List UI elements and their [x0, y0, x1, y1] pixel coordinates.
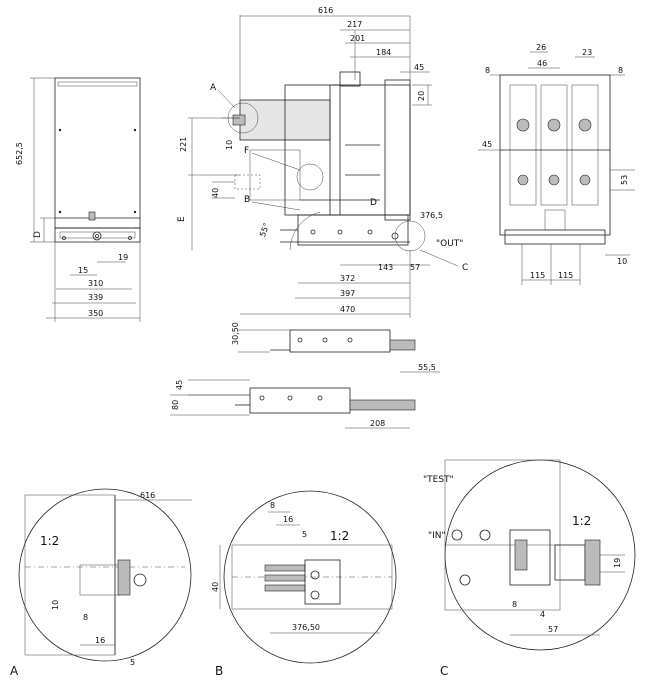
carriage-view-1: 30,50 55,5: [231, 322, 440, 373]
detail-A: 1:2 616 10 8 16 5 A: [10, 488, 192, 678]
rear-view: 26 23 46 8 8 45 53 10 115 115: [478, 43, 635, 285]
rear-dim-115b: 115: [558, 271, 573, 280]
detailB-dim-37650: 376,50: [292, 623, 320, 632]
front-dim-19: 19: [118, 253, 128, 262]
side-dim-616: 616: [318, 6, 333, 15]
detailC-in-label: "IN": [428, 531, 446, 541]
detailA-scale: 1:2: [40, 534, 59, 548]
front-dim-15: 15: [78, 266, 88, 275]
rear-dim-8a: 8: [485, 66, 490, 75]
detailB-dim-5: 5: [302, 530, 307, 539]
carriage1-dim-555: 55,5: [418, 363, 436, 372]
front-view: 652,5 D 350 339 310 15 19: [15, 77, 141, 322]
side-label-A: A: [210, 83, 217, 93]
detailA-dim-10: 10: [51, 600, 60, 610]
rear-dim-46: 46: [537, 59, 547, 68]
side-label-C: C: [462, 263, 468, 273]
side-dim-3765: 376,5: [420, 211, 443, 220]
detail-C: "TEST" "IN" 1:2 19 8 4 57 C: [423, 459, 636, 678]
side-dim-10: 10: [225, 140, 234, 150]
detailA-dim-16: 16: [95, 636, 105, 645]
carriage-view-2: 45 80 208: [170, 379, 416, 429]
detailB-scale: 1:2: [330, 529, 349, 543]
side-dim-372: 372: [340, 274, 355, 283]
detailA-caption: A: [10, 664, 19, 678]
detailC-caption: C: [440, 664, 448, 678]
front-dim-310: 310: [88, 279, 103, 288]
side-label-E: E: [177, 216, 187, 222]
rear-dim-8b: 8: [618, 66, 623, 75]
detailC-dim-57: 57: [548, 625, 558, 634]
side-dim-470: 470: [340, 305, 355, 314]
side-dim-217: 217: [347, 20, 362, 29]
detailB-dim-8: 8: [270, 501, 275, 510]
side-dim-40: 40: [211, 188, 220, 198]
carriage2-dim-80: 80: [171, 400, 180, 410]
side-dim-45: 45: [414, 63, 424, 72]
detailC-dim-8: 8: [512, 600, 517, 609]
detailA-dim-8: 8: [83, 613, 88, 622]
detailC-dim-19: 19: [613, 558, 622, 568]
rear-dim-10: 10: [617, 257, 627, 266]
front-label-D: D: [33, 231, 43, 238]
rear-dim-53: 53: [620, 175, 629, 185]
rear-dim-45: 45: [482, 140, 492, 149]
detailC-dim-4: 4: [540, 610, 545, 619]
rear-dim-26: 26: [536, 43, 546, 52]
side-dim-184: 184: [376, 48, 391, 57]
side-dim-221: 221: [179, 137, 188, 152]
side-dim-143: 143: [378, 263, 393, 272]
side-label-B: B: [244, 195, 250, 205]
detail-B: 1:2 8 16 5 40 376,50 B: [211, 490, 397, 678]
detailA-dim-5: 5: [130, 658, 135, 667]
side-out-label: "OUT": [436, 239, 463, 249]
carriage2-dim-45: 45: [175, 380, 184, 390]
front-dim-339: 339: [88, 293, 103, 302]
detailC-scale: 1:2: [572, 514, 591, 528]
side-label-F: F: [244, 146, 249, 156]
detailC-test-label: "TEST": [423, 475, 454, 485]
side-dim-20: 20: [417, 91, 426, 101]
side-dim-57: 57: [410, 263, 420, 272]
detailB-dim-16: 16: [283, 515, 293, 524]
side-view: 616 217 201 184 45 20 221 E 10 40 A F B …: [177, 6, 468, 318]
side-dim-201: 201: [350, 34, 365, 43]
side-dim-397: 397: [340, 289, 355, 298]
side-label-D: D: [370, 198, 377, 208]
front-dim-350: 350: [88, 309, 103, 318]
detailA-dim-616: 616: [140, 491, 155, 500]
rear-dim-23: 23: [582, 48, 592, 57]
carriage1-dim-3050: 30,50: [231, 322, 240, 345]
front-height-dim: 652,5: [15, 142, 24, 165]
side-angle: 55°: [258, 222, 271, 238]
rear-dim-115a: 115: [530, 271, 545, 280]
detailB-dim-40: 40: [211, 582, 220, 592]
carriage2-dim-208: 208: [370, 419, 385, 428]
detailB-caption: B: [215, 664, 223, 678]
